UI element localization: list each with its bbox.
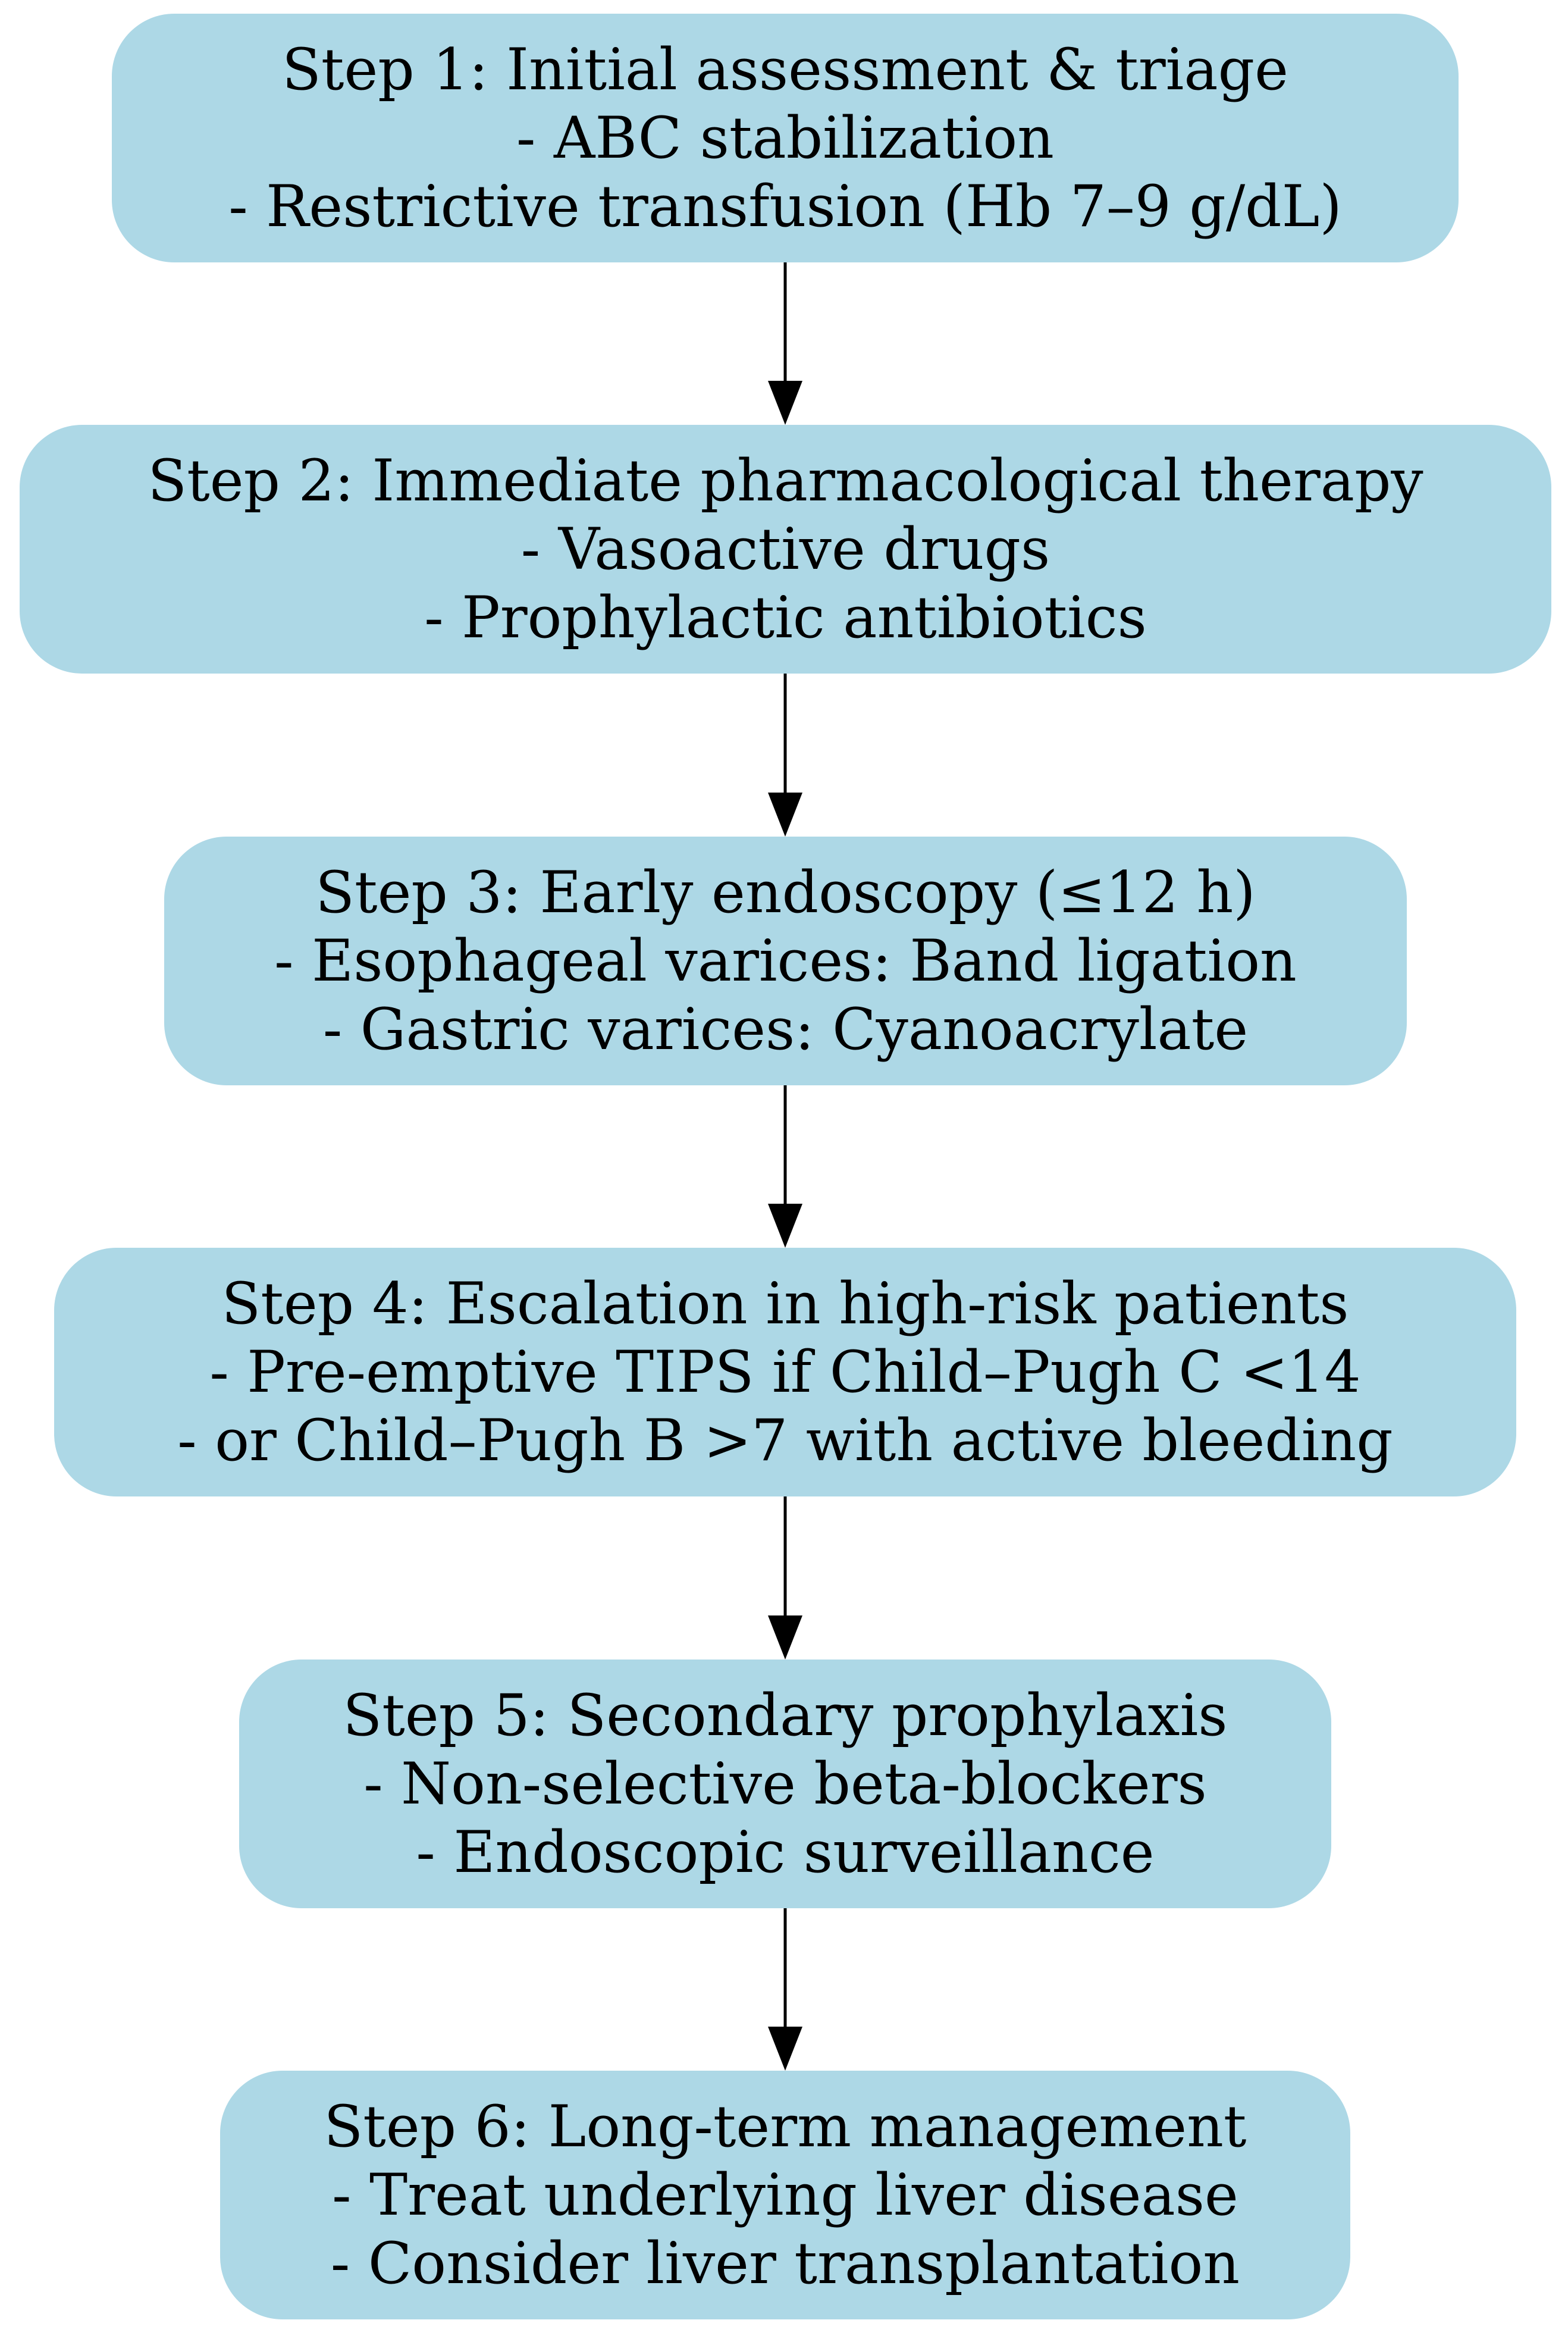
step5-title: Step 5: Secondary prophylaxis [343,1682,1228,1749]
step6-title: Step 6: Long-term management [324,2093,1247,2160]
step6-node: Step 6: Long-term management - Treat und… [220,2071,1350,2319]
step3-title: Step 3: Early endoscopy (≤12 h) [315,859,1256,926]
step6-line1: - Treat underlying liver disease [332,2161,1238,2228]
step2-line1: - Vasoactive drugs [520,515,1050,583]
step1-node: Step 1: Initial assessment & triage - AB… [112,14,1459,262]
step5-node: Step 5: Secondary prophylaxis - Non-sele… [239,1660,1331,1908]
step1-line1: - ABC stabilization [516,104,1054,171]
step4-node: Step 4: Escalation in high-risk patients… [54,1248,1516,1496]
step1-line2: - Restrictive transfusion (Hb 7–9 g/dL) [228,173,1342,240]
arrow-step1-to-step2 [768,262,802,425]
step3-node: Step 3: Early endoscopy (≤12 h) - Esopha… [164,837,1407,1085]
step5-line1: - Non-selective beta-blockers [363,1750,1207,1817]
step6-line2: - Consider liver transplantation [330,2230,1240,2297]
step1-title: Step 1: Initial assessment & triage [282,36,1288,103]
arrow-step2-to-step3 [768,674,802,837]
step2-node: Step 2: Immediate pharmacological therap… [20,425,1551,674]
arrow-step5-to-step6 [768,1908,802,2071]
step5-line2: - Endoscopic surveillance [416,1818,1155,1886]
step4-title: Step 4: Escalation in high-risk patients [221,1270,1349,1337]
step3-line2: - Gastric varices: Cyanoacrylate [322,995,1249,1063]
step4-line1: - Pre-emptive TIPS if Child–Pugh C <14 [209,1338,1361,1405]
arrow-step4-to-step5 [768,1496,802,1660]
arrow-step3-to-step4 [768,1085,802,1248]
step2-line2: - Prophylactic antibiotics [424,584,1147,651]
step4-line2: - or Child–Pugh B >7 with active bleedin… [177,1407,1393,1474]
step3-line1: - Esophageal varices: Band ligation [274,927,1297,994]
step2-title: Step 2: Immediate pharmacological therap… [148,447,1423,514]
